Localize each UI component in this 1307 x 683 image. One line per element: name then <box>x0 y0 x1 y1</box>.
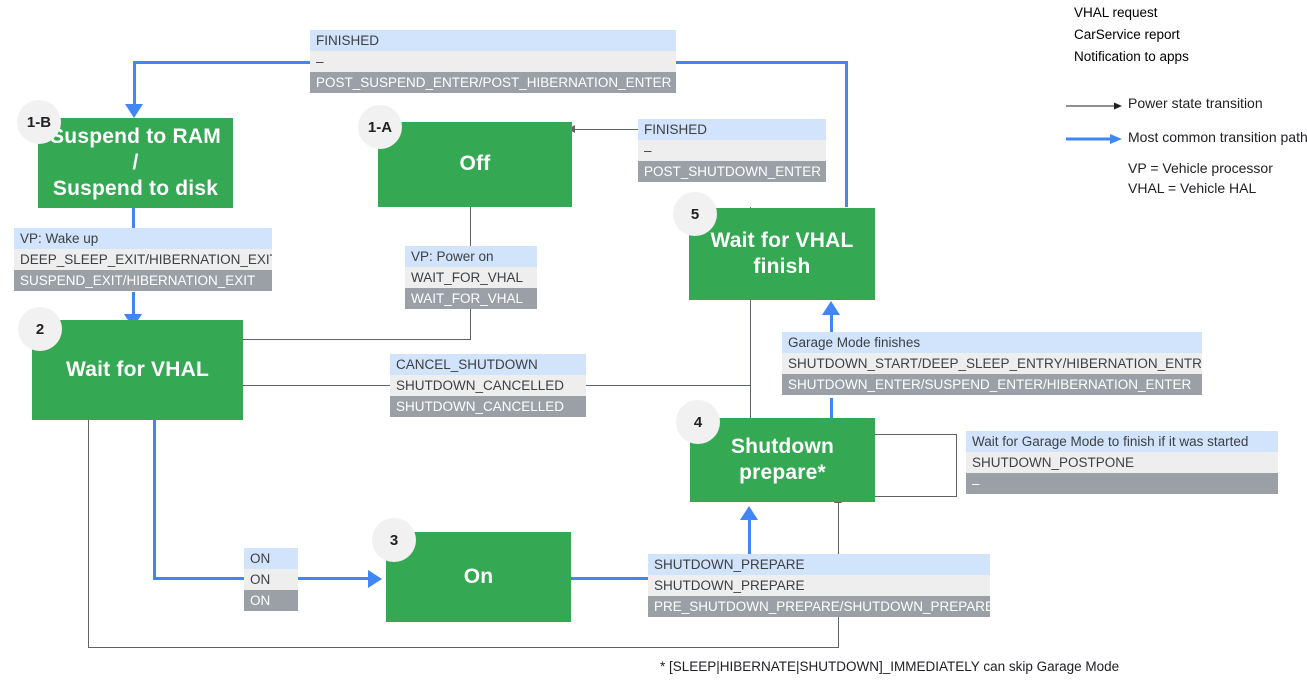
label-vhal-request: SHUTDOWN_PREPARE <box>648 554 990 575</box>
legend-row-carservice-report: CarService report <box>1074 27 1180 42</box>
blue-edge-right-h <box>676 61 848 64</box>
label-notification-apps: ON <box>244 590 298 611</box>
legend-key-power-state-transition: Power state transition <box>1066 86 1278 120</box>
state-badge-3: 3 <box>372 518 416 562</box>
state-badge-1b: 1-B <box>17 100 61 144</box>
label-carservice-report: SHUTDOWN_START/DEEP_SLEEP_ENTRY/HIBERNAT… <box>782 353 1202 374</box>
label-notification-apps: SHUTDOWN_ENTER/SUSPEND_ENTER/HIBERNATION… <box>782 374 1202 395</box>
state-badge-2: 2 <box>18 307 62 351</box>
edge-postshutdown-to-off <box>572 129 640 130</box>
label-notification-apps: SHUTDOWN_CANCELLED <box>390 396 586 417</box>
blue-arrowhead-into-on <box>368 570 382 588</box>
label-vhal-request: VP: Wake up <box>14 228 272 249</box>
blue-edge-right-v <box>845 61 848 207</box>
state-badge-4: 4 <box>676 400 720 444</box>
edge-postpone-top <box>874 434 957 435</box>
blue-edge-into-shutdownprep-v <box>748 520 751 560</box>
edge-off-down-b <box>470 309 471 339</box>
legend-row-notification-apps: Notification to apps <box>1074 49 1189 64</box>
blue-edge-top-h <box>133 61 313 64</box>
label-notification-apps: – <box>966 473 1278 494</box>
grey-arrow-icon <box>1066 98 1122 110</box>
state-on[interactable]: On <box>386 532 571 622</box>
label-carservice-report: – <box>638 140 826 161</box>
label-vhal-request: FINISHED <box>310 30 676 51</box>
footnote: * [SLEEP|HIBERNATE|SHUTDOWN]_IMMEDIATELY… <box>660 659 1120 674</box>
transition-label-shutdown-prepare: SHUTDOWN_PREPARE SHUTDOWN_PREPARE PRE_SH… <box>648 554 990 617</box>
edge-off-down-a <box>470 207 471 246</box>
label-carservice-report: – <box>310 51 676 72</box>
blue-edge-suspend-down-b <box>132 292 135 318</box>
transition-label-on: ON ON ON <box>244 548 298 611</box>
legend-definitions: VP = Vehicle processor VHAL = Vehicle HA… <box>1066 158 1278 198</box>
label-notification-apps: SUSPEND_EXIT/HIBERNATION_EXIT <box>14 270 272 291</box>
transition-label-power-on: VP: Power on WAIT_FOR_VHAL WAIT_FOR_VHAL <box>405 246 537 309</box>
transition-label-post-shutdown-enter: FINISHED – POST_SHUTDOWN_ENTER <box>638 119 826 182</box>
edge-return-left-v <box>88 420 89 647</box>
label-vhal-request: ON <box>244 548 298 569</box>
legend-key-most-common-path: Most common transition path <box>1066 120 1307 154</box>
label-vhal-request: FINISHED <box>638 119 826 140</box>
label-carservice-report: SHUTDOWN_CANCELLED <box>390 375 586 396</box>
blue-edge-suspend-down-a <box>132 208 135 245</box>
transition-label-post-suspend-enter: FINISHED – POST_SUSPEND_ENTER/POST_HIBER… <box>310 30 676 93</box>
legend: VHAL request CarService report Notificat… <box>1066 2 1307 198</box>
blue-edge-on-h2 <box>298 577 370 580</box>
transition-label-suspend-exit: VP: Wake up DEEP_SLEEP_EXIT/HIBERNATION_… <box>14 228 272 291</box>
blue-edge-garage-v-upper <box>830 315 833 333</box>
label-notification-apps: PRE_SHUTDOWN_PREPARE/SHUTDOWN_PREPARE <box>648 596 990 617</box>
label-vhal-request: VP: Power on <box>405 246 537 267</box>
legend-definition-vhal: VHAL = Vehicle HAL <box>1128 180 1257 196</box>
edge-cancel-shutdown-h-left <box>243 385 391 386</box>
legend-row-vhal-request: VHAL request <box>1074 5 1158 20</box>
label-carservice-report: SHUTDOWN_PREPARE <box>648 575 990 596</box>
state-badge-5: 5 <box>673 192 717 236</box>
blue-edge-on-h1 <box>153 577 245 580</box>
blue-arrowhead-into-waitvhalfinish-bottom <box>822 301 840 315</box>
label-carservice-report: ON <box>244 569 298 590</box>
transition-label-garage-mode-finishes: Garage Mode finishes SHUTDOWN_START/DEEP… <box>782 332 1202 395</box>
state-shutdown-prepare[interactable]: Shutdown prepare* <box>690 418 875 502</box>
legend-key-label: Most common transition path <box>1128 129 1307 145</box>
label-vhal-request: Garage Mode finishes <box>782 332 1202 353</box>
edge-cancel-shutdown-v <box>750 300 751 420</box>
legend-key-label: Power state transition <box>1128 95 1263 111</box>
state-off[interactable]: Off <box>378 122 572 207</box>
edge-cancel-shutdown-h-right <box>586 385 751 386</box>
label-vhal-request: Wait for Garage Mode to finish if it was… <box>966 431 1278 452</box>
label-carservice-report: DEEP_SLEEP_EXIT/HIBERNATION_EXIT <box>14 249 272 270</box>
edge-return-bottom-h <box>88 647 838 648</box>
label-notification-apps: POST_SUSPEND_ENTER/POST_HIBERNATION_ENTE… <box>310 72 676 93</box>
blue-edge-on-v <box>153 420 156 579</box>
label-carservice-report: WAIT_FOR_VHAL <box>405 267 537 288</box>
edge-postpone-bottom <box>874 496 957 497</box>
label-carservice-report: SHUTDOWN_POSTPONE <box>966 452 1278 473</box>
blue-edge-garage-v-lower <box>830 398 833 420</box>
edge-off-to-waitvhal-h <box>243 339 471 340</box>
transition-label-shutdown-postpone: Wait for Garage Mode to finish if it was… <box>966 431 1278 494</box>
state-badge-1a: 1-A <box>358 105 402 149</box>
blue-arrowhead-into-suspend <box>125 104 143 118</box>
state-wait-for-vhal-finish[interactable]: Wait for VHAL finish <box>689 208 875 300</box>
blue-edge-on-out <box>570 577 650 580</box>
blue-arrow-icon <box>1066 132 1122 144</box>
label-vhal-request: CANCEL_SHUTDOWN <box>390 354 586 375</box>
state-suspend-to-ram[interactable]: Suspend to RAM / Suspend to disk <box>38 118 233 208</box>
legend-definition-vp: VP = Vehicle processor <box>1128 160 1273 176</box>
blue-arrowhead-into-shutdownprep <box>740 506 758 520</box>
state-wait-for-vhal[interactable]: Wait for VHAL <box>32 320 243 420</box>
blue-edge-top-v <box>133 61 136 107</box>
legend-keys: Power state transition Most common trans… <box>1066 86 1307 154</box>
transition-label-cancel-shutdown: CANCEL_SHUTDOWN SHUTDOWN_CANCELLED SHUTD… <box>390 354 586 417</box>
label-notification-apps: WAIT_FOR_VHAL <box>405 288 537 309</box>
label-notification-apps: POST_SHUTDOWN_ENTER <box>638 161 826 182</box>
edge-postpone-right <box>956 434 957 496</box>
